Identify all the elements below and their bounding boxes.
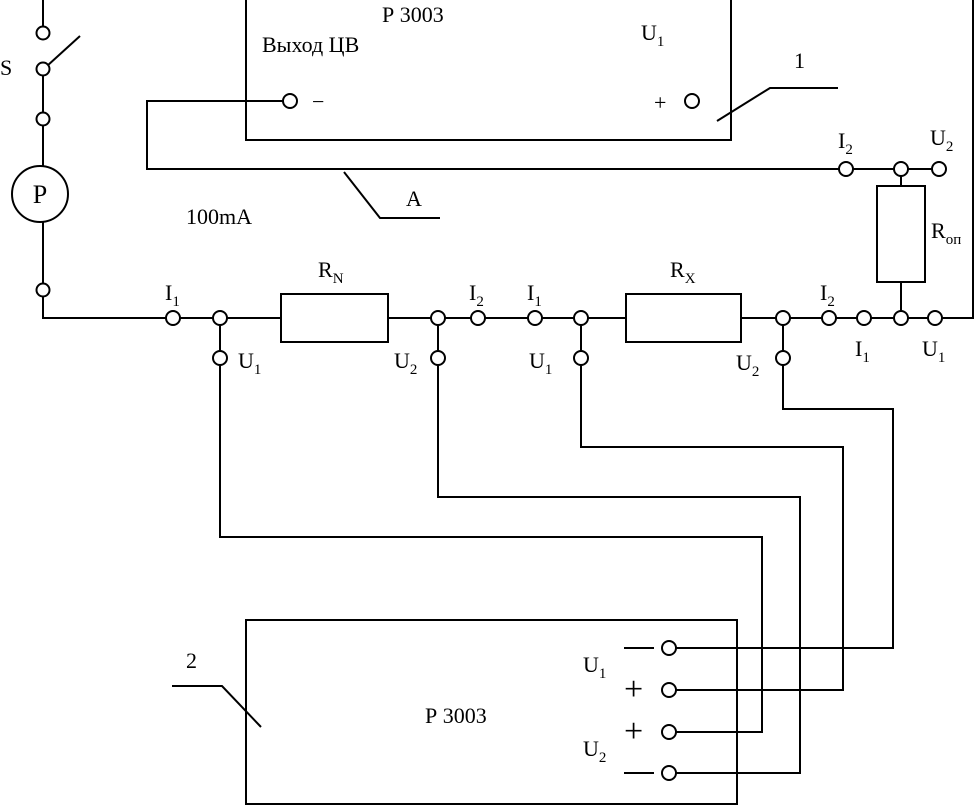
bottom-device-u1-label: U1 <box>583 652 606 682</box>
callout-a-label: A <box>406 186 422 211</box>
top-device-minus-label: − <box>312 89 324 114</box>
rop-i2-terminal <box>838 161 854 177</box>
ammeter-symbol: P <box>33 180 47 209</box>
rop-u2-terminal <box>931 161 947 177</box>
rx-i1-label: I1 <box>527 280 542 310</box>
bottom-device-model: Р 3003 <box>425 703 487 728</box>
top-device-plus-terminal <box>684 93 700 109</box>
rx-label: RX <box>670 257 696 287</box>
terminals <box>35 25 947 781</box>
rn-i2-label: I2 <box>469 280 484 310</box>
switch-blade <box>46 35 81 67</box>
rop-u2-label: U2 <box>930 125 953 155</box>
labels: S 100mA 1 A 2 RN RX Rоп I2 U2 I1 I2 I1 I… <box>0 48 961 766</box>
rx-u2-node <box>775 310 791 326</box>
source-terminal <box>35 111 51 127</box>
bottom-device-u2-minus-terminal <box>661 765 677 781</box>
top-device-u1-label: U1 <box>641 20 664 50</box>
callout-1-label: 1 <box>794 48 805 73</box>
rx-i1-terminal <box>527 310 543 326</box>
bottom-device-u1-plus-terminal <box>661 682 677 698</box>
rn-i1-terminal <box>165 310 181 326</box>
bottom-device-u2-label: U2 <box>583 736 606 766</box>
rn-u2-node <box>430 310 446 326</box>
current-label: 100mA <box>186 204 252 229</box>
source-terminal <box>35 282 51 298</box>
rn-i2-terminal <box>470 310 486 326</box>
rop-u1-terminal <box>927 310 943 326</box>
rop-i1-label: I1 <box>855 336 870 366</box>
callout-2-leader <box>172 685 262 728</box>
top-device-output-label: Выход ЦВ <box>262 32 359 57</box>
top-device-plus-label: + <box>654 90 666 115</box>
rx-u2-label: U2 <box>736 350 759 380</box>
rx-i2-label: I2 <box>820 280 835 310</box>
rx-i2-terminal <box>821 310 837 326</box>
switch-label: S <box>0 55 12 80</box>
top-device-model: Р 3003 <box>382 2 444 27</box>
bottom-device-plus-1: + <box>624 671 643 708</box>
rn-u2-terminal <box>430 350 446 366</box>
bottom-device-frame <box>245 619 738 805</box>
rn-i1-label: I1 <box>165 280 180 310</box>
rn-label: RN <box>318 257 344 287</box>
rop-bottom-node <box>893 310 909 326</box>
resistor-rop <box>876 185 926 283</box>
callout-1-leader <box>716 87 838 122</box>
rx-u2-terminal <box>775 350 791 366</box>
rn-u1-label: U1 <box>238 348 261 378</box>
rn-u2-label: U2 <box>394 348 417 378</box>
top-device-frame <box>245 0 732 141</box>
switch-terminal-bottom <box>35 61 51 77</box>
rx-u1-terminal <box>573 350 589 366</box>
callout-2-label: 2 <box>186 648 197 673</box>
wires <box>42 0 974 774</box>
rop-i2-label: I2 <box>838 128 853 158</box>
bottom-device-u1-minus-terminal <box>661 640 677 656</box>
ammeter-circle <box>11 165 69 223</box>
resistor-rn <box>280 293 389 343</box>
top-device-minus-terminal <box>282 93 298 109</box>
top-device: Р 3003 Выход ЦВ U1 − + <box>245 0 732 141</box>
bottom-device-u2-plus-terminal <box>661 724 677 740</box>
callout-a-leader <box>343 171 440 219</box>
bottom-device-plus-2: + <box>624 713 643 750</box>
rop-i1-terminal <box>856 310 872 326</box>
rn-u1-terminal <box>212 350 228 366</box>
rn-u1-node <box>212 310 228 326</box>
components: P <box>11 165 926 805</box>
switch-terminal-top <box>35 25 51 41</box>
rop-u1-label: U1 <box>922 336 945 366</box>
rx-u1-node <box>573 310 589 326</box>
resistor-rx <box>625 293 742 343</box>
rop-junction-terminal <box>893 161 909 177</box>
rx-u1-label: U1 <box>529 348 552 378</box>
rop-label: Rоп <box>931 218 961 248</box>
